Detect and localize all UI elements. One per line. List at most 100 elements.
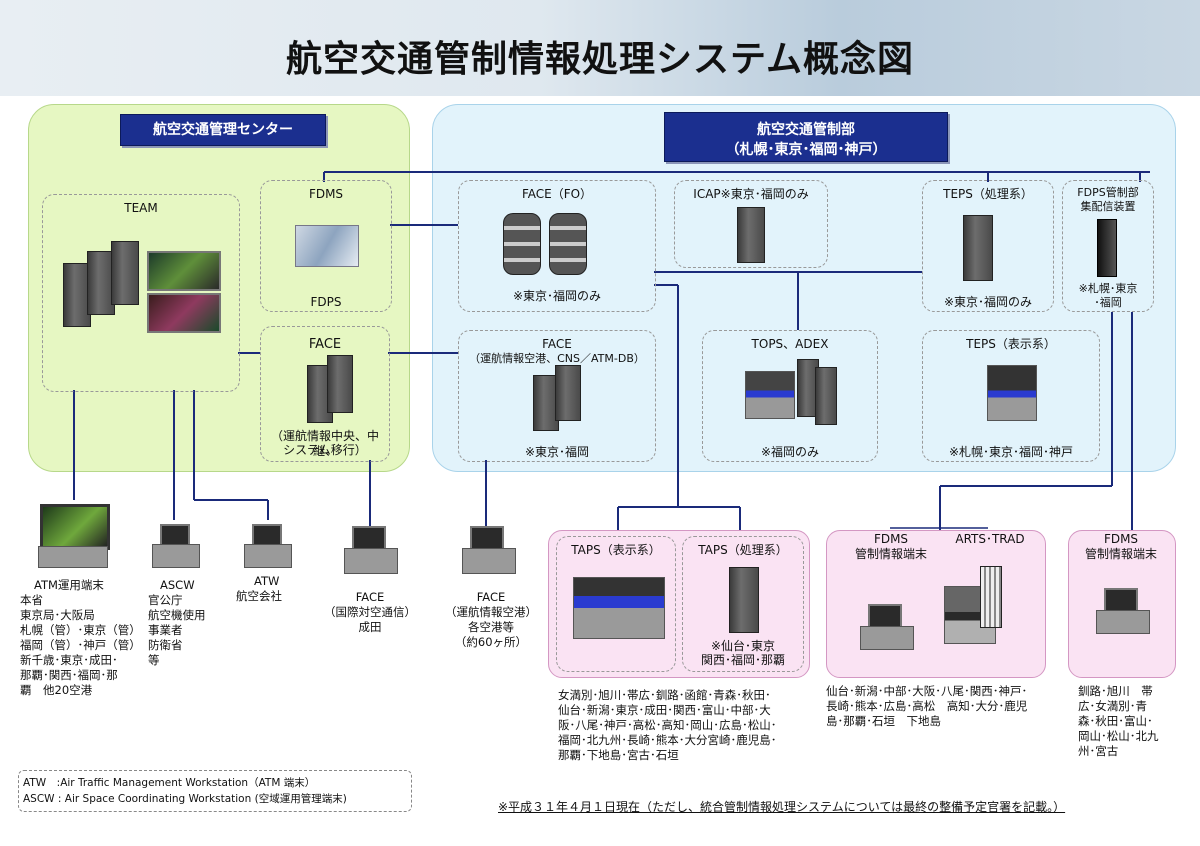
ascw-line: 等: [148, 653, 160, 667]
face-airport-monitor-icon: [470, 526, 504, 550]
team-server-icon: [111, 241, 139, 305]
taps-site-line: 阪･八尾･神戸･高松･高知･岡山･広島･松山･: [558, 718, 777, 732]
atw-info: ATW 航空会社: [236, 574, 306, 604]
teps-disp-label: TEPS（表示系）: [966, 337, 1056, 351]
tops-note: ※福岡のみ: [760, 445, 820, 459]
face-intl-info: FACE （国際対空通信） 成田: [320, 590, 420, 635]
taps-site-line: 福岡･北九州･長崎･熊本･大分宮崎･鹿児島･: [558, 733, 777, 747]
face-airport-title: FACE: [476, 590, 506, 604]
face-center-note: システム移行）: [283, 443, 367, 457]
footnote: ※平成３１年４月１日現在（ただし、統合管制情報処理システムについては最終の整備予…: [498, 800, 1066, 814]
ascw-line: 官公庁: [148, 593, 183, 607]
workstation-icon: [745, 371, 795, 419]
face-airport-line: （運航情報空港）: [445, 605, 537, 619]
face-intl-line: 成田: [358, 620, 382, 634]
fdms-right-site-line: 岡山･松山･北九: [1078, 729, 1159, 743]
fdms-terminal-name: FDMS: [873, 532, 909, 546]
face-db-note: （運航情報空港、CNS／ATM-DB）: [469, 352, 645, 365]
fdps-dist-label: 集配信装置: [1080, 200, 1136, 213]
fdms-arts-site-line: 仙台･新潟･中部･大阪･八尾･関西･神戸･: [826, 684, 1028, 698]
fdms-server-icon: [295, 225, 359, 267]
taps-sites: 女満別･旭川･帯広･釧路･函館･青森･秋田･ 仙台･新潟･東京･成田･関西･富山…: [558, 688, 818, 763]
taps-site-line: 仙台･新潟･東京･成田･関西･富山･中部･大: [558, 703, 771, 717]
face-fo-note: ※東京･福岡のみ: [512, 289, 602, 303]
taps-proc-label: TAPS（処理系）: [698, 543, 788, 557]
database-icon: [549, 213, 587, 275]
fdms-terminal-desc: 管制情報端末: [854, 547, 927, 561]
team-box: TEAM: [42, 194, 240, 392]
fdps-dist-note: ※札幌･東京: [1078, 282, 1138, 295]
fdms-right-title: FDMS 管制情報端末: [1068, 532, 1174, 562]
taps-proc-note: 関西･福岡･那覇: [700, 653, 785, 667]
ascw-line: 事業者: [148, 623, 183, 637]
ascw-line: 航空機使用: [148, 608, 206, 622]
fdms-arts-group: [826, 530, 1046, 678]
atw-line: 航空会社: [236, 589, 282, 603]
fdms-right-site-line: 州･宮古: [1078, 744, 1119, 758]
taps-disp-box: TAPS（表示系）: [556, 536, 676, 672]
fdps-dist-box: FDPS管制部 集配信装置 ※札幌･東京 ･福岡: [1062, 180, 1154, 312]
face-intl-monitor-icon: [352, 526, 386, 550]
database-icon: [503, 213, 541, 275]
fdms-right-sites: 釧路･旭川 帯 広･女満別･青 森･秋田･富山･ 岡山･松山･北九 州･宮古: [1078, 684, 1182, 759]
face-intl-line: （国際対空通信）: [324, 605, 416, 619]
teps-disp-note: ※札幌･東京･福岡･神戸: [948, 445, 1074, 459]
page-title: 航空交通管制情報処理システム概念図: [286, 39, 914, 80]
team-display-icon: [147, 251, 221, 291]
atm-terminal-title: ATM運用端末: [34, 578, 104, 592]
face-server-icon: [327, 355, 353, 413]
atw-title: ATW: [254, 574, 280, 588]
atw-desk-icon: [244, 544, 292, 568]
face-center-box: FACE （運航情報中央、中継、 システム移行）: [260, 326, 390, 462]
ascw-info: ASCW 官公庁 航空機使用 事業者 防衛省 等: [148, 578, 228, 668]
workstation-icon: [573, 577, 665, 639]
ascw-title: ASCW: [160, 578, 195, 592]
teps-proc-box: TEPS（処理系） ※東京･福岡のみ: [922, 180, 1054, 312]
ascw-line: 防衛省: [148, 638, 183, 652]
face-center-label: FACE: [308, 337, 342, 352]
teps-disp-box: TEPS（表示系） ※札幌･東京･福岡･神戸: [922, 330, 1100, 462]
face-db-server-icon: [533, 375, 559, 431]
team-display-icon: [147, 293, 221, 333]
fdms-terminal-title: FDMS 管制情報端末: [836, 532, 946, 562]
teps-proc-label: TEPS（処理系）: [943, 187, 1033, 201]
atm-terminal-sites: 本省 東京局･大阪局 札幌（管）･東京（管） 福岡（管）･神戸（管） 新千歳･東…: [20, 593, 160, 698]
taps-proc-note: ※仙台･東京: [710, 639, 776, 653]
fdms-right-name: FDMS: [1103, 532, 1139, 546]
tops-label: TOPS、ADEX: [751, 337, 829, 351]
atm-site-line: 那覇･関西･福岡･那: [20, 668, 118, 682]
fdps-dist-server-icon: [1097, 219, 1117, 277]
fdms-arts-site-line: 島･那覇･石垣 下地島: [826, 714, 941, 728]
fdms-monitor-icon: [868, 604, 902, 628]
ascw-desk-icon: [152, 544, 200, 568]
taps-site-line: 那覇･下地島･宮古･石垣: [558, 748, 679, 762]
face-airport-info: FACE （運航情報空港） 各空港等 （約60ヶ所）: [436, 590, 546, 650]
atm-site-line: 福岡（管）･神戸（管）: [20, 638, 141, 652]
control-division-title: 航空交通管制部: [757, 122, 855, 138]
fdms-right-site-line: 釧路･旭川 帯: [1078, 684, 1153, 698]
face-airport-line: （約60ヶ所）: [454, 635, 528, 649]
fdms-arts-sites: 仙台･新潟･中部･大阪･八尾･関西･神戸･ 長崎･熊本･広島･高松 高知･大分･…: [826, 684, 1052, 729]
atm-site-line: 東京局･大阪局: [20, 608, 95, 622]
taps-site-line: 女満別･旭川･帯広･釧路･函館･青森･秋田･: [558, 688, 771, 702]
face-airport-desk-icon: [462, 548, 516, 574]
fdps-dist-note: ･福岡: [1094, 296, 1122, 309]
face-db-location: ※東京･福岡: [524, 445, 590, 459]
control-division-label: 航空交通管制部 （札幌･東京･福岡･神戸）: [664, 112, 948, 162]
fdms-right-desk-icon: [1096, 610, 1150, 634]
atm-site-line: 札幌（管）･東京（管）: [20, 623, 141, 637]
fdms-desk-icon: [860, 626, 914, 650]
fdms-arts-site-line: 長崎･熊本･広島･高松 高知･大分･鹿児: [826, 699, 1028, 713]
fdps-dist-label: FDPS管制部: [1077, 186, 1139, 199]
fdms-right-group: [1068, 530, 1176, 678]
face-fo-box: FACE（FO） ※東京･福岡のみ: [458, 180, 656, 312]
atm-desk-icon: [38, 546, 108, 568]
header-banner: [0, 0, 1200, 96]
control-division-locations: （札幌･東京･福岡･神戸）: [725, 142, 887, 158]
tops-server-icon: [815, 367, 837, 425]
atm-site-line: 新千歳･東京･成田･: [20, 653, 118, 667]
fdms-label: FDMS: [308, 187, 344, 201]
face-airport-line: 各空港等: [468, 620, 514, 634]
management-center-label: 航空交通管理センター: [120, 114, 326, 146]
